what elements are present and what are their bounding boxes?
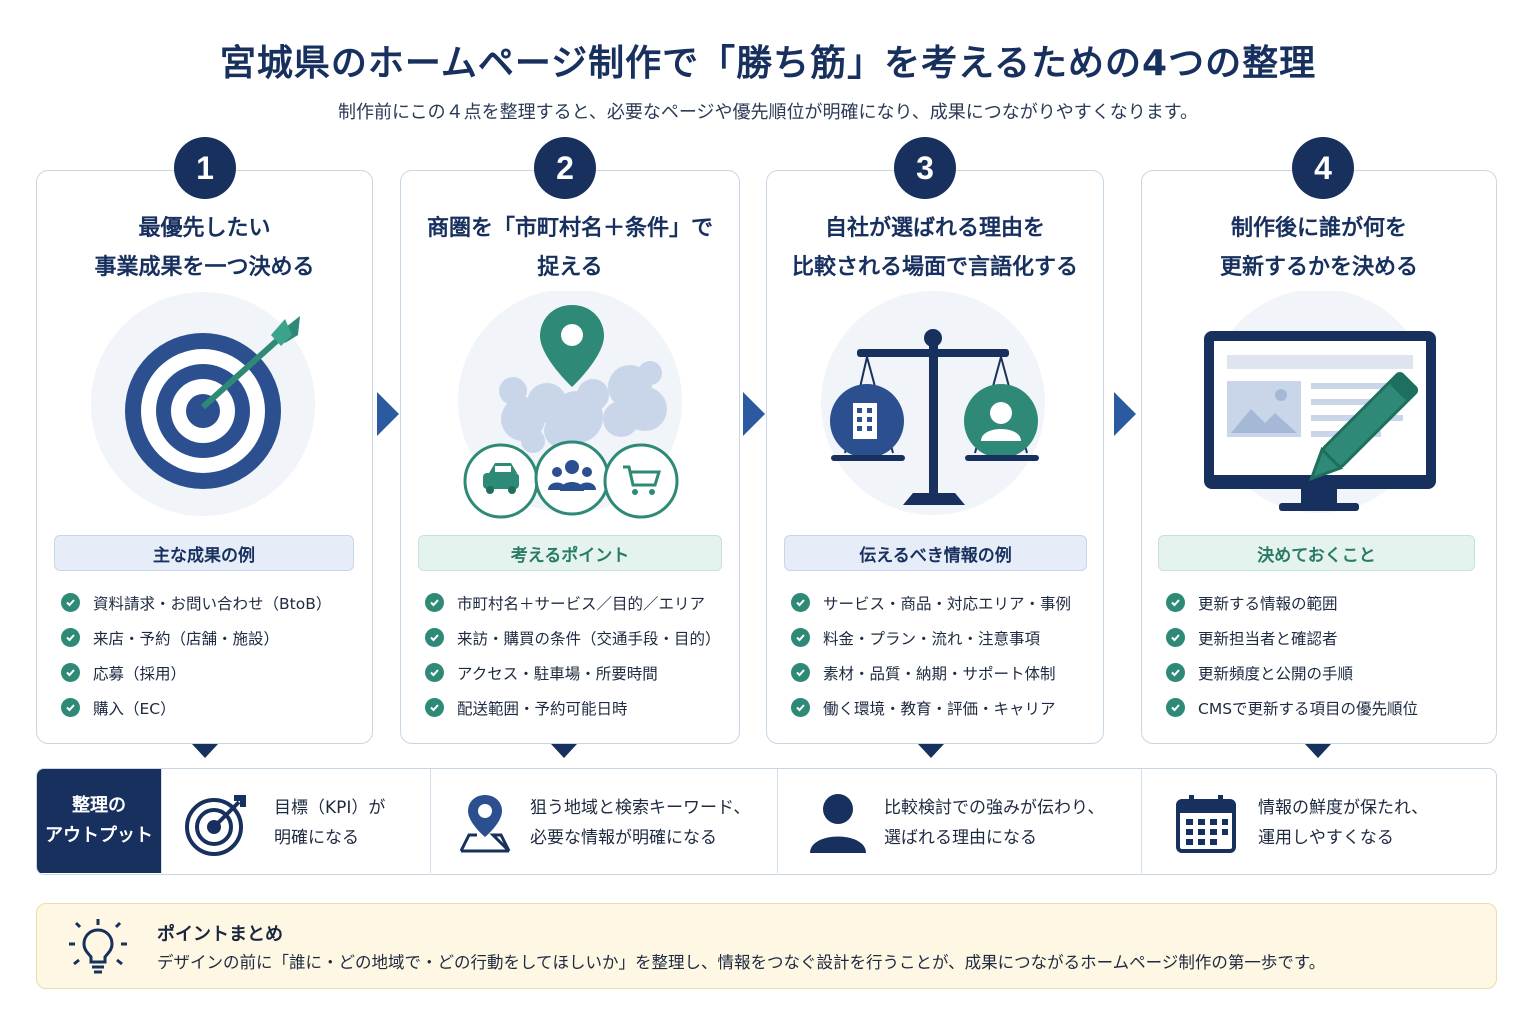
check-icon	[425, 663, 444, 682]
step-title: 最優先したい 事業成果を一つ決める	[94, 216, 315, 280]
summary-box: ポイントまとめ デザインの前に「誰に・どの地域で・どの行動をしてほしいか」を整理…	[36, 903, 1497, 989]
step-number-2: 2	[534, 137, 596, 199]
output-cell-1: 目標（KPI）が 明確になる	[161, 769, 431, 873]
check-icon	[61, 698, 80, 717]
calendar-icon	[1176, 795, 1236, 853]
list-item: 資料請求・お問い合わせ（BtoB）	[61, 585, 331, 620]
check-icon	[61, 663, 80, 682]
check-icon	[425, 593, 444, 612]
arrow-down-icon	[192, 744, 218, 758]
page-subtitle: 制作前にこの４点を整理すると、必要なページや優先順位が明確になり、成果につながり…	[337, 102, 1199, 123]
check-icon	[791, 593, 810, 612]
target-illustration	[37, 291, 372, 531]
list-item: サービス・商品・対応エリア・事例	[791, 585, 1071, 620]
step-title: 自社が選ばれる理由を 比較される場面で言語化する	[791, 216, 1078, 280]
list-item: 働く環境・教育・評価・キャリア	[791, 690, 1071, 725]
output-band: 整理の アウトプット 目標（KPI）が 明確になる 狙う地域と検索キーワード、 …	[36, 768, 1497, 875]
list-item: 配送範囲・予約可能日時	[425, 690, 721, 725]
target-icon	[185, 795, 246, 856]
check-icon	[791, 663, 810, 682]
check-icon	[1166, 593, 1185, 612]
step-pill: 決めておくこと	[1158, 535, 1475, 571]
list-item: 料金・プラン・流れ・注意事項	[791, 620, 1071, 655]
step-pill: 主な成果の例	[54, 535, 354, 571]
step-pill: 伝えるべき情報の例	[784, 535, 1087, 571]
map-area-icon	[458, 291, 682, 519]
step-list: 資料請求・お問い合わせ（BtoB） 来店・予約（店舗・施設） 応募（採用） 購入…	[61, 585, 331, 725]
list-item: 購入（EC）	[61, 690, 331, 725]
step-title: 制作後に誰が何を 更新するかを決める	[1219, 216, 1418, 280]
step-title: 商圏を「市町村名＋条件」で 捉える	[426, 216, 713, 280]
list-item: アクセス・駐車場・所要時間	[425, 655, 721, 690]
check-icon	[61, 628, 80, 647]
output-text: 狙う地域と検索キーワード、 必要な情報が明確になる	[530, 798, 751, 848]
step-card-3: 自社が選ばれる理由を 比較される場面で言語化する 伝えるべき情報の例 サービス・…	[766, 170, 1104, 744]
monitor-edit-icon	[1204, 291, 1436, 513]
check-icon	[61, 593, 80, 612]
check-icon	[791, 698, 810, 717]
check-icon	[1166, 698, 1185, 717]
step-card-1: 最優先したい 事業成果を一つ決める 主な成果の例 資料請求・お問い合わせ（Bto…	[36, 170, 373, 744]
step-pill: 考えるポイント	[418, 535, 722, 571]
arrow-down-icon	[551, 744, 577, 758]
list-item: 更新担当者と確認者	[1166, 620, 1418, 655]
balance-scale-icon	[821, 291, 1045, 515]
output-label: 整理の アウトプット	[37, 769, 161, 873]
cms-illustration	[1142, 291, 1496, 531]
arrow-right-icon	[1114, 392, 1136, 436]
step-list: サービス・商品・対応エリア・事例 料金・プラン・流れ・注意事項 素材・品質・納期…	[791, 585, 1071, 725]
summary-text: デザインの前に「誰に・どの地域で・どの行動をしてほしいか」を整理し、情報をつなぐ…	[157, 953, 1326, 972]
step-number-1: 1	[174, 137, 236, 199]
check-icon	[1166, 628, 1185, 647]
list-item: 来店・予約（店舗・施設）	[61, 620, 331, 655]
page-title: 宮城県のホームページ制作で「勝ち筋」を考えるための4つの整理	[219, 43, 1317, 84]
check-icon	[425, 698, 444, 717]
target-icon	[90, 292, 315, 516]
list-item: 更新する情報の範囲	[1166, 585, 1418, 620]
area-illustration	[401, 291, 739, 531]
lightbulb-icon	[69, 919, 127, 974]
output-cell-2: 狙う地域と検索キーワード、 必要な情報が明確になる	[430, 769, 777, 873]
output-text: 比較検討での強みが伝わり、 選ばれる理由になる	[884, 798, 1105, 848]
check-icon	[791, 628, 810, 647]
list-item: 来訪・購買の条件（交通手段・目的）	[425, 620, 721, 655]
arrow-right-icon	[377, 392, 399, 436]
step-card-4: 制作後に誰が何を 更新するかを決める 決めておくこと 更新する情報の範囲	[1141, 170, 1497, 744]
map-pin-icon	[459, 795, 511, 853]
list-item: 素材・品質・納期・サポート体制	[791, 655, 1071, 690]
summary-title: ポイントまとめ	[157, 924, 283, 945]
list-item: 更新頻度と公開の手順	[1166, 655, 1418, 690]
list-item: 応募（採用）	[61, 655, 331, 690]
arrow-down-icon	[918, 744, 944, 758]
step-card-2: 商圏を「市町村名＋条件」で 捉える 考え	[400, 170, 740, 744]
list-item: CMSで更新する項目の優先順位	[1166, 690, 1418, 725]
list-item: 市町村名＋サービス／目的／エリア	[425, 585, 721, 620]
output-cell-3: 比較検討での強みが伝わり、 選ばれる理由になる	[777, 769, 1141, 873]
output-text: 情報の鮮度が保たれ、 運用しやすくなる	[1258, 798, 1429, 848]
scale-illustration	[767, 291, 1103, 531]
arrow-down-icon	[1305, 744, 1331, 758]
output-cell-4: 情報の鮮度が保たれ、 運用しやすくなる	[1141, 769, 1496, 873]
person-icon	[810, 794, 866, 853]
check-icon	[425, 628, 444, 647]
arrow-right-icon	[743, 392, 765, 436]
check-icon	[1166, 663, 1185, 682]
step-number-4: 4	[1292, 137, 1354, 199]
output-text: 目標（KPI）が 明確になる	[274, 798, 386, 848]
step-list: 市町村名＋サービス／目的／エリア 来訪・購買の条件（交通手段・目的） アクセス・…	[425, 585, 721, 725]
step-list: 更新する情報の範囲 更新担当者と確認者 更新頻度と公開の手順 CMSで更新する項…	[1166, 585, 1418, 725]
step-number-3: 3	[894, 137, 956, 199]
